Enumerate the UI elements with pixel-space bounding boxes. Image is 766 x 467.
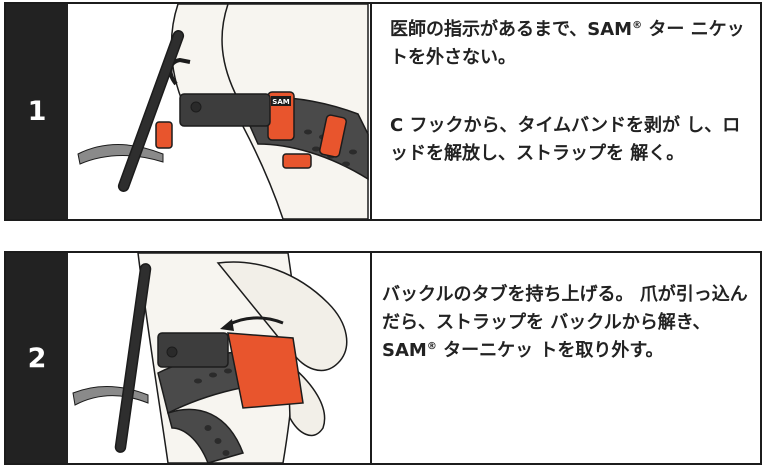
step-number: 1: [6, 4, 68, 219]
instruction-text: バックルのタブを持ち上げる。 爪が引っ込んだら、ストラップを バックルから解き、…: [382, 284, 748, 361]
tourniquet-arm-illustration: SAM: [77, 4, 369, 219]
buckle-release-illustration: [72, 253, 348, 463]
step-1-illustration: SAM: [68, 4, 372, 219]
step-2-text: バックルのタブを持ち上げる。 爪が引っ込んだら、ストラップを バックルから解き、…: [376, 253, 754, 463]
step-2-panel: 2: [4, 251, 762, 465]
step-number: 2: [6, 253, 68, 463]
sam-logo: SAM: [272, 98, 289, 106]
instruction-text: 医師の指示があるまで、SAM® ター ニケットを外さない。: [390, 19, 745, 68]
step-2-illustration: [68, 253, 372, 463]
step-1-text: 医師の指示があるまで、SAM® ター ニケットを外さない。 C フックから、タイ…: [376, 4, 754, 219]
step-1-panel: 1 S: [4, 2, 762, 221]
instruction-text: C フックから、タイムバンドを剥が し、ロッドを解放し、ストラップを 解く。: [390, 115, 741, 164]
